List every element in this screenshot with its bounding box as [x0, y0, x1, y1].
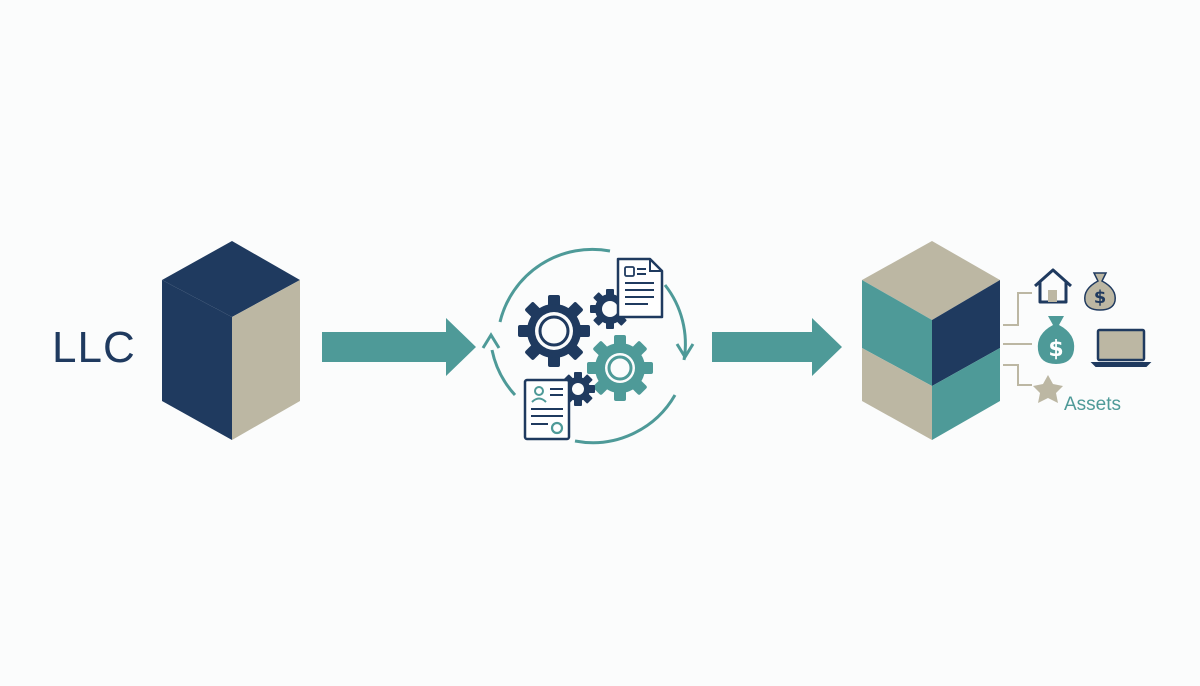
- cycle-ring-left: [490, 349, 517, 397]
- result-block: [862, 241, 1000, 440]
- cycle-arrow-up-icon: [481, 332, 501, 349]
- process-cycle: [481, 247, 695, 445]
- arrow-right-2: [712, 318, 842, 376]
- certificate-document-icon: [523, 378, 571, 441]
- money-bag-dollar-label: $: [1048, 337, 1063, 362]
- result-block-top: [862, 241, 1000, 320]
- result-block-right-lower: [932, 348, 1000, 440]
- llc-block-top: [162, 241, 300, 317]
- llc-block: [162, 241, 300, 440]
- laptop-icon: [1090, 328, 1152, 367]
- gear-icon: [587, 335, 653, 401]
- document-icon: [616, 257, 664, 319]
- house-icon: [1034, 268, 1072, 304]
- asset-connectors: [1003, 292, 1032, 386]
- money-bag-dollar-label: $: [1094, 287, 1107, 308]
- result-block-left-lower: [862, 348, 932, 440]
- result-block-left-upper: [862, 280, 932, 386]
- cycle-ring-top: [498, 247, 611, 323]
- gear-icon: [518, 295, 590, 367]
- cycle-ring-right: [663, 284, 687, 361]
- llc-block-right-face: [232, 280, 300, 440]
- star-icon: [1033, 375, 1063, 403]
- cycle-ring-bottom: [574, 394, 677, 445]
- llc-block-left-face: [162, 280, 232, 440]
- assets-label: Assets: [1064, 394, 1121, 415]
- llc-label: LLC: [52, 323, 136, 372]
- money-bag-icon: $: [1037, 316, 1075, 364]
- result-block-right-upper: [932, 280, 1000, 386]
- money-bag-icon: $: [1084, 272, 1116, 311]
- cycle-arrow-down-icon: [675, 343, 695, 360]
- arrow-right-1: [322, 318, 476, 376]
